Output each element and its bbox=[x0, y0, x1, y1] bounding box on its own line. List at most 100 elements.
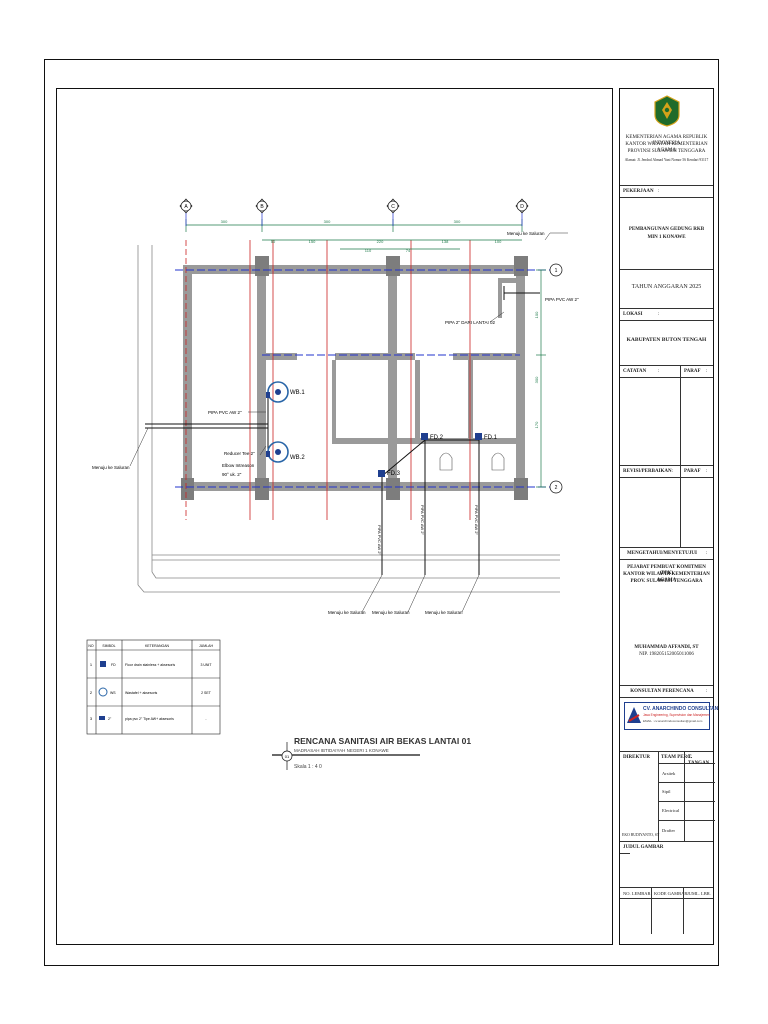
fd3-label: FD.3 bbox=[387, 471, 401, 477]
legend-qty: - bbox=[205, 717, 207, 721]
pekerjaan-label: PEKERJAAN bbox=[623, 189, 654, 194]
kode-gambar-label: KODE GAMBAR bbox=[654, 891, 688, 896]
menuju-label-top: Menuju ke Saluran bbox=[507, 231, 545, 236]
section-lines bbox=[185, 240, 471, 520]
grid-label-2: 2 bbox=[555, 485, 558, 491]
divider bbox=[658, 801, 715, 802]
drawing-scale: Skala 1 : 4 0 bbox=[294, 764, 322, 770]
project-line-2: MIN 1 KONAWE bbox=[647, 235, 686, 240]
divider bbox=[620, 377, 713, 378]
grid-label-1: 1 bbox=[555, 268, 558, 274]
divider bbox=[620, 365, 713, 366]
pipe-vertical-label: PIPA PVC AW 2" bbox=[420, 505, 425, 535]
project-line-1: PEMBANGUNAN GEDUNG RKB bbox=[628, 227, 705, 232]
grid-lines bbox=[175, 269, 560, 488]
drawing-frame bbox=[56, 88, 613, 945]
legend-no: 1 bbox=[90, 662, 93, 667]
pipes bbox=[145, 286, 540, 575]
grid-bubbles bbox=[179, 198, 563, 494]
team-role: Drafter bbox=[662, 828, 675, 833]
divider bbox=[620, 559, 713, 560]
dim-text: 100 bbox=[495, 239, 502, 244]
divider bbox=[620, 477, 713, 478]
mengetahui-label: MENGETAHUI/MENYETUJUI bbox=[627, 551, 697, 556]
consultant-name: CV. ANARCHINDO CONSULTAN bbox=[643, 706, 719, 712]
province-name: PROVINSI SULAWESI TENGGARA bbox=[627, 149, 706, 154]
grid-label-d: D bbox=[520, 204, 524, 210]
divider bbox=[620, 887, 713, 888]
fd1-label: FD.1 bbox=[484, 435, 498, 441]
menuju-label: Menuju ke Saluran bbox=[372, 610, 410, 615]
official-nip: NIP. 198205152005011006 bbox=[639, 652, 694, 657]
divider bbox=[620, 320, 713, 321]
office-name: KANTOR WILAYAH KEMENTERIAN AGAMA bbox=[625, 142, 708, 153]
divider bbox=[620, 269, 713, 270]
dim-text: 110 bbox=[365, 248, 372, 253]
divider bbox=[620, 308, 713, 309]
ttangan-label: T. TANGAN bbox=[688, 755, 710, 766]
pipe-vertical-label: PIPA PVC AW 2" bbox=[377, 525, 382, 555]
dim-text: 220 bbox=[377, 239, 384, 244]
legend-desc: Wastafel + aksesoris bbox=[125, 691, 158, 695]
dim-text: 170 bbox=[534, 421, 539, 428]
legend-header: KETERANGAN bbox=[145, 644, 170, 648]
divider bbox=[680, 465, 681, 547]
lokasi-label: LOKASI bbox=[623, 312, 643, 317]
elbow-label: Elbow Intreason bbox=[222, 463, 255, 468]
ppk-line-2: KANTOR WILAYAH KEMENTERIAN AGAMA bbox=[623, 572, 710, 583]
legend-header: SIMBOL bbox=[102, 644, 115, 648]
no-lembar-label: NO. LEMBAR bbox=[623, 891, 651, 896]
title-panel: KEMENTERIAN AGAMA REPUBLIK INDONESIA KAN… bbox=[619, 88, 718, 945]
divider bbox=[620, 685, 713, 686]
divider bbox=[620, 185, 713, 186]
judul-label: JUDUL GAMBAR bbox=[623, 845, 664, 850]
divider bbox=[620, 841, 713, 842]
pipa-aw-left-label: PIPA PVC AW 2" bbox=[208, 410, 242, 415]
drawing-title: RENCANA SANITASI AIR BEKAS LANTAI 01 bbox=[294, 736, 471, 746]
paraf-label: PARAF bbox=[684, 469, 701, 474]
divider bbox=[620, 197, 713, 198]
drawing-title-marker bbox=[272, 742, 420, 770]
legend-header: JUMLAH bbox=[199, 644, 213, 648]
colon: : bbox=[706, 689, 708, 694]
walls bbox=[183, 265, 526, 491]
dim-text: 138 bbox=[442, 239, 449, 244]
dim-text: 300 bbox=[534, 376, 539, 383]
dim-text: 50 bbox=[271, 239, 276, 244]
divider bbox=[683, 887, 684, 934]
boundary-walls bbox=[137, 245, 560, 593]
legend-qty: 3 UNIT bbox=[200, 663, 212, 667]
location-name: KABUPATEN BUTON TENGAH bbox=[626, 337, 707, 343]
revisi-label: REVISI/PERBAIKAN bbox=[623, 469, 672, 474]
paraf-label: PARAF bbox=[684, 369, 701, 374]
menuju-label: Menuju ke Saluran bbox=[328, 610, 366, 615]
team-role: Sipil bbox=[662, 789, 671, 794]
grid-label-b: B bbox=[260, 204, 264, 210]
ppk-line-3: PROV. SULAWESI TENGGARA bbox=[630, 579, 703, 584]
legend-no: 3 bbox=[90, 716, 93, 721]
team-label: TEAM PERC. bbox=[661, 755, 693, 760]
divider bbox=[620, 853, 630, 854]
legend-sym: WS bbox=[110, 691, 116, 695]
fd2-label: FD.2 bbox=[430, 435, 444, 441]
ppk-line-1: PEJABAT PEMBUAT KOMITMEN (PPK) bbox=[627, 565, 706, 576]
legend-qty: 2 SET bbox=[201, 691, 212, 695]
consultant-tagline: Jasa Engineering, Supervision dan Manaje… bbox=[643, 713, 710, 717]
dim-text: 300 bbox=[221, 219, 228, 224]
divider bbox=[651, 887, 652, 934]
divider bbox=[620, 751, 713, 752]
wastafel-fixtures bbox=[267, 381, 289, 463]
team-role: Arsitek bbox=[662, 771, 676, 776]
pipa-dari-label: PIPA 2" DARI LANTAI 02 bbox=[445, 320, 495, 325]
menuju-label-left: Menuju ke Saluran bbox=[92, 465, 130, 470]
director-name: EKO BUDIYANTO, ST bbox=[622, 833, 660, 837]
colon: : bbox=[658, 369, 660, 374]
wb1-label: WB.1 bbox=[290, 390, 305, 396]
elbow-size-label: 90° uk. 2" bbox=[222, 472, 242, 477]
colon: : bbox=[706, 551, 708, 556]
ministry-logo-icon bbox=[654, 95, 680, 127]
divider bbox=[620, 898, 713, 899]
office-address: Alamat: Jl. Jendral Ahmad Yani Nomor 56 … bbox=[624, 158, 709, 162]
grid-label-a: A bbox=[184, 204, 188, 210]
